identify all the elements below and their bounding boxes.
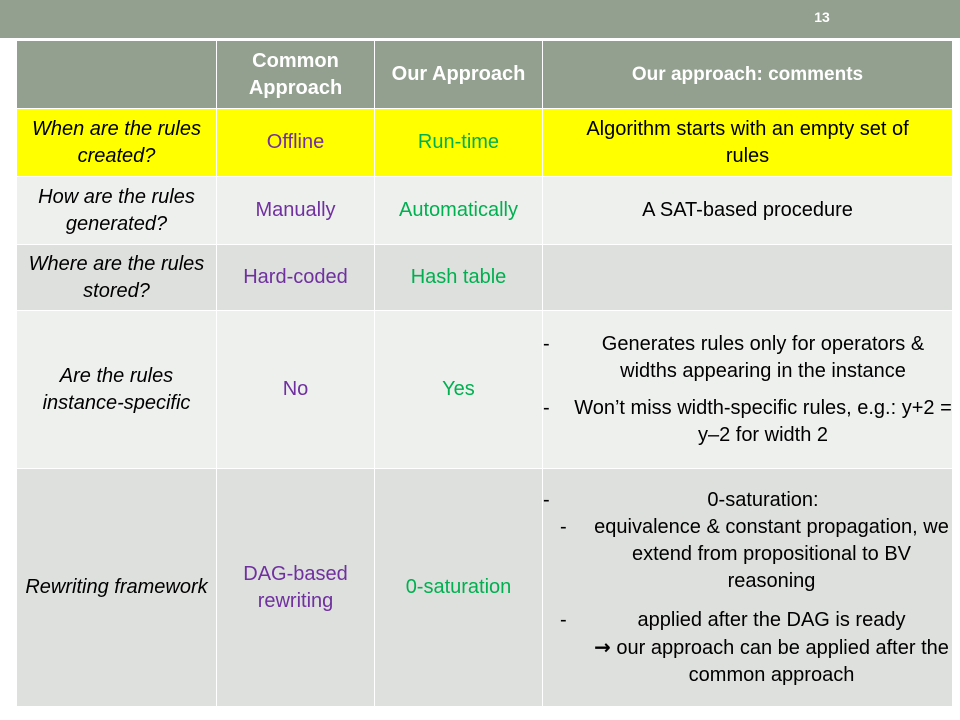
row-common-value: Offline [216, 108, 375, 177]
row-question: Rewriting framework [16, 468, 217, 707]
row-our-value: Run-time [374, 108, 543, 177]
header-row: Common Approach Our Approach Our approac… [16, 40, 953, 109]
table-row: Rewriting framework DAG-based rewriting … [16, 468, 953, 707]
row-our-value: 0-saturation [374, 468, 543, 707]
bullet-text: applied after the DAG is ready [637, 608, 906, 631]
dash-bullet: - [543, 396, 550, 419]
header-our-approach: Our Approach [374, 40, 543, 109]
comment-sub-list: - equivalence & constant propagation, we… [543, 514, 952, 689]
dash-bullet: - [543, 332, 550, 355]
row-comment: Algorithm starts with an empty set of ru… [542, 108, 953, 177]
list-item: - applied after the DAG is ready → our a… [543, 607, 952, 689]
bullet-text: Generates rules only for operators & wid… [601, 332, 925, 382]
row-comment: - 0-saturation: - equivalence & constant… [542, 468, 953, 707]
dash-bullet: - [543, 488, 550, 511]
comment-bullet-list: - 0-saturation: [543, 487, 952, 514]
bullet-text: equivalence & constant propagation, we e… [594, 515, 949, 592]
row-our-value: Automatically [374, 176, 543, 245]
row-comment [542, 244, 953, 311]
dash-bullet: - [560, 515, 567, 538]
table-row: Are the rules instance-specific No Yes -… [16, 310, 953, 469]
row-question: When are the rules created? [16, 108, 217, 177]
row-common-value: No [216, 310, 375, 469]
list-item: - Generates rules only for operators & w… [543, 331, 952, 385]
table-row: How are the rules generated? Manually Au… [16, 176, 953, 245]
top-banner: 13 [0, 0, 960, 38]
row-our-value: Hash table [374, 244, 543, 311]
bullet-text: 0-saturation: [707, 488, 819, 511]
bullet-text: Won’t miss width-specific rules, e.g.: y… [574, 396, 952, 446]
row-question: How are the rules generated? [16, 176, 217, 245]
table-row: When are the rules created? Offline Run-… [16, 108, 953, 177]
list-item: - equivalence & constant propagation, we… [543, 514, 952, 595]
slide-number: 13 [814, 9, 830, 25]
list-item: - Won’t miss width-specific rules, e.g.:… [543, 395, 952, 449]
dash-bullet: - [560, 608, 567, 631]
row-common-value: Hard-coded [216, 244, 375, 311]
row-common-value: DAG-based rewriting [216, 468, 375, 707]
arrow-note-text: our approach can be applied after the co… [616, 636, 949, 686]
list-item: - 0-saturation: [543, 487, 952, 514]
row-question: Where are the rules stored? [16, 244, 217, 311]
row-our-value: Yes [374, 310, 543, 469]
row-common-value: Manually [216, 176, 375, 245]
comment-bullet-list: - Generates rules only for operators & w… [543, 331, 952, 449]
comparison-table: Common Approach Our Approach Our approac… [16, 40, 953, 707]
header-comments: Our approach: comments [542, 40, 953, 109]
right-arrow-icon: → [594, 634, 611, 659]
row-comment: - Generates rules only for operators & w… [542, 310, 953, 469]
row-comment: A SAT-based procedure [542, 176, 953, 245]
table-row: Where are the rules stored? Hard-coded H… [16, 244, 953, 311]
header-empty-cell [16, 40, 217, 109]
header-common-approach: Common Approach [216, 40, 375, 109]
row-question: Are the rules instance-specific [16, 310, 217, 469]
